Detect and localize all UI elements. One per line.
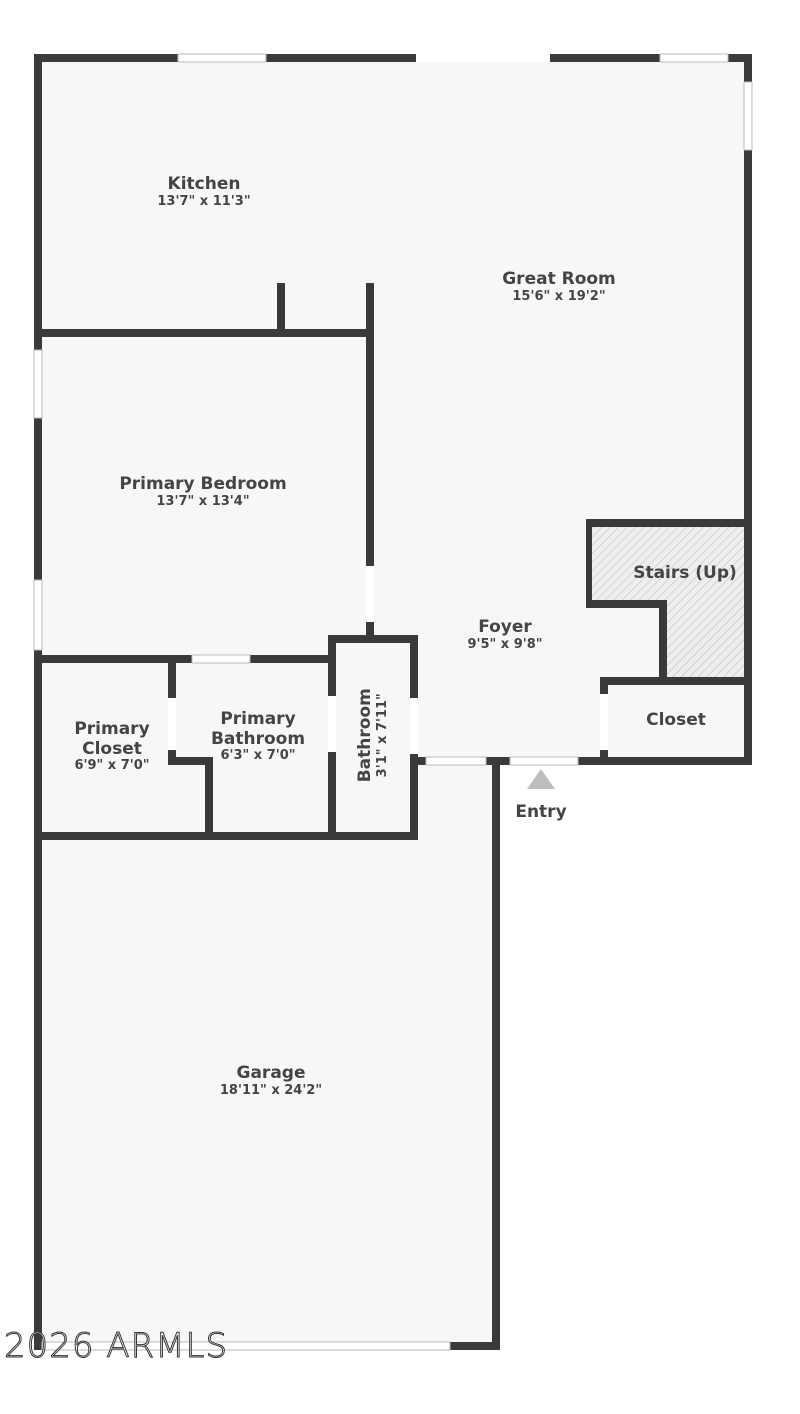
windows-and-doors [33, 53, 753, 1351]
entry-label: Entry [515, 802, 567, 822]
watermark: 2026 ARMLS [3, 1326, 229, 1367]
floor-area [38, 58, 748, 1346]
room-stairs: Stairs (Up) [633, 563, 737, 583]
entry-arrow-icon [527, 769, 555, 789]
stairs-hatch [591, 527, 744, 677]
room-closet: Closet [646, 710, 706, 730]
